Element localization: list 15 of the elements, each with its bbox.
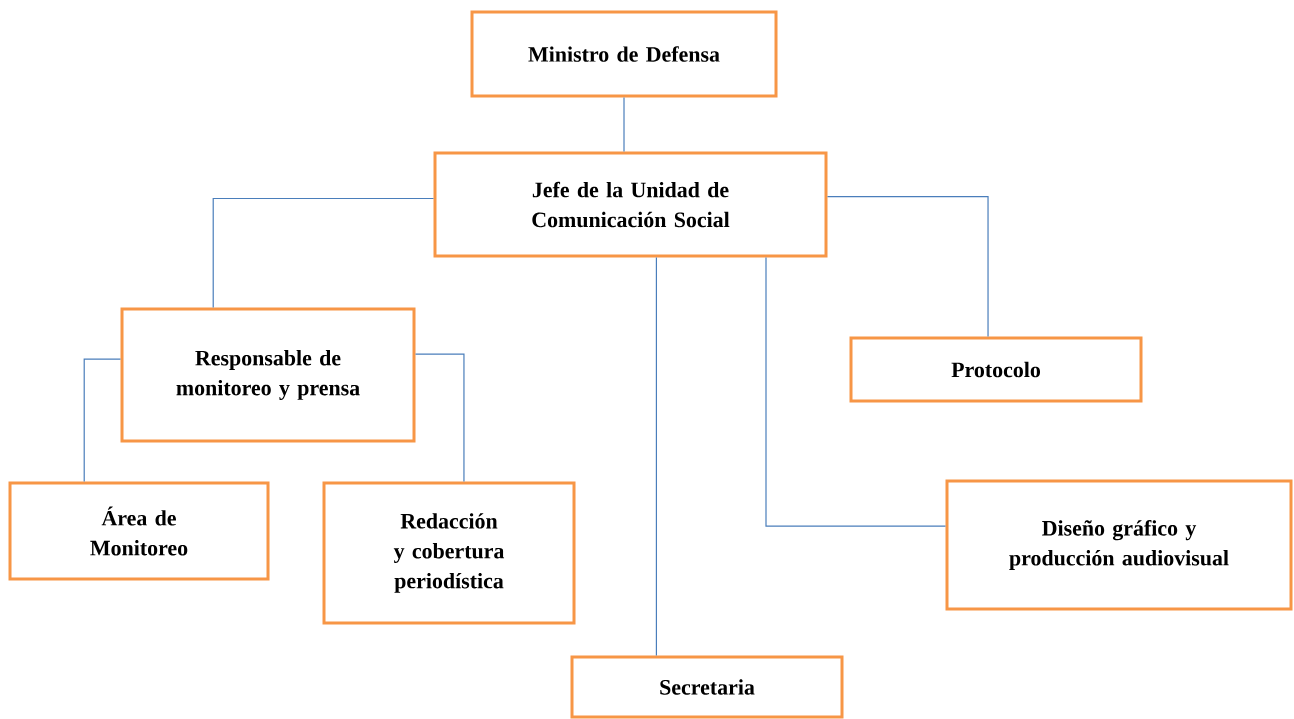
org-box: Secretaria: [570, 655, 844, 719]
connector-line: [623, 96, 625, 153]
connector-line: [826, 195, 989, 338]
connector-line: [414, 353, 465, 483]
connector-line: [765, 256, 947, 527]
org-box: Redacción y cobertura periodística: [322, 481, 576, 625]
connector-line: [212, 197, 435, 309]
org-box: Responsable de monitoreo y prensa: [120, 307, 416, 443]
org-box: Jefe de la Unidad de Comunicación Social: [433, 151, 828, 258]
org-box: Diseño gráfico y producción audiovisual: [945, 479, 1293, 611]
org-box: Protocolo: [849, 336, 1143, 403]
connector-line: [83, 358, 122, 483]
org-box: Área de Monitoreo: [8, 481, 270, 581]
connector-line: [655, 256, 657, 657]
org-box: Ministro de Defensa: [470, 10, 778, 98]
